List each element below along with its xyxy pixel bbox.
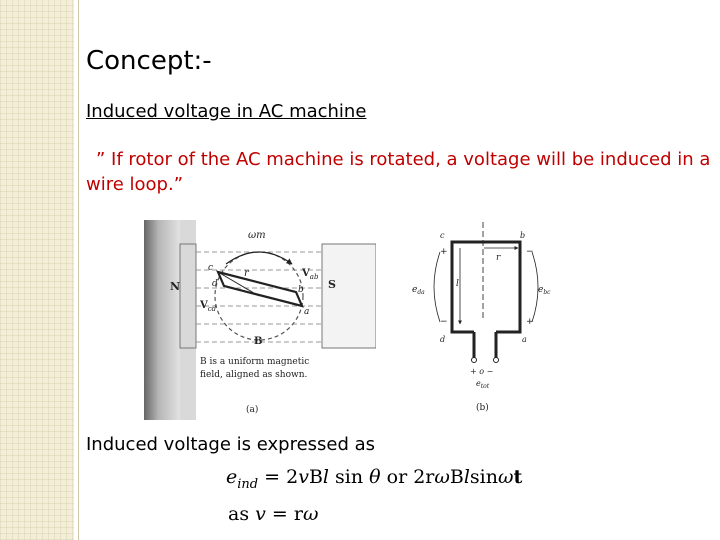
decorative-side-strip xyxy=(0,0,74,540)
terminals-label: + o − xyxy=(470,367,493,376)
wire-loop xyxy=(216,270,304,308)
rotation-arrow xyxy=(225,251,293,265)
figure-b-label: (b) xyxy=(476,402,489,413)
quote-text: ” If rotor of the AC machine is rotated,… xyxy=(86,149,711,195)
corner-b-label: b xyxy=(520,231,525,240)
terminal-right xyxy=(493,357,499,363)
vab-label: Vab xyxy=(301,268,319,281)
corner-a-label: a xyxy=(522,335,527,344)
e-da-label: eda xyxy=(412,285,425,296)
left-emf-arrow xyxy=(433,251,441,323)
field-b-label: B xyxy=(254,336,262,347)
minus-top-right: − xyxy=(526,247,534,257)
corner-c-label: c xyxy=(440,231,445,240)
side-divider xyxy=(78,0,79,540)
corner-d-label: d xyxy=(440,335,445,344)
slide-subtitle: Induced voltage in AC machine xyxy=(86,101,367,122)
plus-top-left: + xyxy=(440,247,448,257)
corner-a-label: a xyxy=(304,307,309,317)
south-pole xyxy=(321,243,376,349)
radius-line xyxy=(217,271,260,297)
south-label: S xyxy=(328,278,336,291)
figure-a-label: (a) xyxy=(246,404,258,415)
induced-voltage-equation: eind = 2vBl sin θ or 2rωBlsinωt xyxy=(226,466,523,492)
north-pole-outline xyxy=(179,243,197,349)
corner-d-label: d xyxy=(212,279,218,289)
right-emf-arrow xyxy=(531,251,539,323)
slide-title: Concept:- xyxy=(86,46,212,76)
e-bc-label: ebc xyxy=(538,285,551,296)
corner-c-label: c xyxy=(208,263,213,273)
north-label: N xyxy=(170,280,180,293)
velocity-relation: as v = rω xyxy=(228,503,319,525)
loop-cross-section-figure: c b r l d a eda ebc + − − + + o − etot (… xyxy=(412,222,551,413)
terminal-left xyxy=(471,357,477,363)
north-pole xyxy=(144,220,180,420)
omega-label: ωm xyxy=(248,230,266,241)
e-tot-label: etot xyxy=(476,379,490,390)
caption-line-1: B is a uniform magnetic xyxy=(200,357,309,367)
minus-bottom-left: − xyxy=(440,317,448,327)
r-label: r xyxy=(244,268,250,279)
north-pole-face xyxy=(180,220,196,420)
plus-bottom-right: + xyxy=(526,317,534,327)
corner-b-label: b xyxy=(298,285,304,295)
rotation-circle xyxy=(214,251,304,341)
radius-label: r xyxy=(496,253,501,263)
equation-lead-text: Induced voltage is expressed as xyxy=(86,434,376,455)
loop-outline xyxy=(450,240,522,334)
length-label: l xyxy=(456,279,459,289)
caption-line-2: field, aligned as shown. xyxy=(200,370,307,380)
rotating-loop-figure: ωm r c d b a Vab Vcd N S B B is a unifor… xyxy=(144,220,376,420)
vcd-label: Vcd xyxy=(199,300,217,313)
